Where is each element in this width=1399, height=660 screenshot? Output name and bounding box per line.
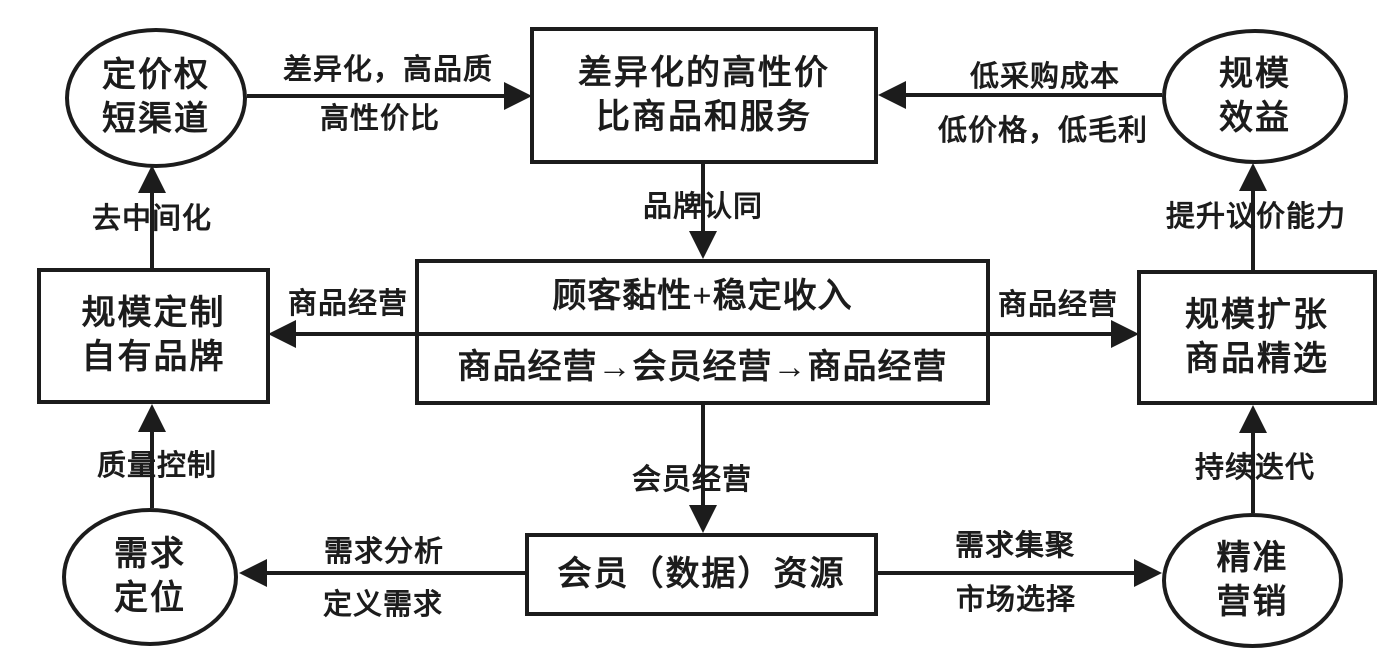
node-customer-stickiness-line2: 商品经营→会员经营→商品经营 — [457, 349, 948, 386]
node-precise-marketing: 精准 营销 — [1162, 513, 1343, 648]
arrow-differentiation — [247, 82, 532, 110]
arrow-member-operation — [689, 405, 717, 533]
label-member-ops: 会员经营 — [631, 464, 753, 496]
label-define-demand: 定义需求 — [322, 589, 444, 621]
label-market-selection: 市场选择 — [955, 584, 1077, 616]
node-pricing-power: 定价权 短渠道 — [65, 28, 247, 168]
arrow-raise-bargaining — [1239, 163, 1267, 270]
node-scale-benefit-line1: 规模 — [1219, 55, 1291, 93]
label-quality-control: 质量控制 — [96, 450, 218, 482]
node-scale-expand-line1: 规模扩张 — [1185, 296, 1329, 334]
node-value-products: 差异化的高性价 比商品和服务 — [530, 27, 878, 164]
node-scale-benefit-line2: 效益 — [1219, 99, 1291, 137]
node-customer-stickiness-line1: 顾客黏性+稳定收入 — [552, 277, 853, 315]
node-scale-expand-line2: 商品精选 — [1185, 340, 1329, 378]
node-demand-position-line1: 需求 — [114, 536, 186, 574]
node-member-data-line1: 会员（数据）资源 — [557, 555, 846, 593]
node-scale-custom: 规模定制 自有品牌 — [37, 268, 270, 404]
label-low-cost-bottom: 低价格，低毛利 — [937, 115, 1149, 147]
label-continuous-iteration: 持续迭代 — [1194, 452, 1316, 484]
node-scale-benefit: 规模 效益 — [1162, 29, 1348, 164]
node-pricing-power-line2: 短渠道 — [102, 101, 210, 138]
label-goods-ops-right: 商品经营 — [997, 289, 1119, 321]
node-demand-position: 需求 定位 — [62, 508, 238, 646]
node-value-products-line1: 差异化的高性价 — [578, 54, 830, 92]
label-raise-bargaining: 提升议价能力 — [1165, 201, 1347, 233]
node-precise-marketing-line1: 精准 — [1216, 539, 1289, 577]
node-scale-custom-line1: 规模定制 — [81, 295, 226, 333]
node-scale-expand: 规模扩张 商品精选 — [1137, 270, 1377, 405]
arrow-brand-identity — [689, 164, 717, 259]
arrow-low-cost — [878, 81, 1162, 109]
label-demand-analysis: 需求分析 — [323, 536, 445, 568]
node-demand-position-line2: 定位 — [114, 580, 186, 617]
label-diff-quality-bottom: 高性价比 — [319, 103, 441, 135]
label-de-intermediation: 去中间化 — [91, 203, 213, 235]
node-member-data: 会员（数据）资源 — [525, 533, 878, 616]
arrow-de-intermediation — [138, 165, 166, 268]
arrow-goods-operation — [268, 320, 1139, 348]
label-demand-gathering: 需求集聚 — [954, 530, 1076, 562]
arrow-quality-control — [138, 404, 166, 508]
node-scale-custom-line2: 自有品牌 — [81, 339, 226, 376]
arrow-demand-analysis — [239, 559, 525, 587]
node-customer-stickiness: 顾客黏性+稳定收入 商品经营→会员经营→商品经营 — [415, 259, 990, 405]
arrow-continuous-iteration — [1239, 405, 1267, 513]
label-low-cost-top: 低采购成本 — [969, 61, 1121, 93]
label-goods-ops-left: 商品经营 — [287, 288, 409, 320]
node-value-products-line2: 比商品和服务 — [596, 98, 812, 136]
node-precise-marketing-line2: 营销 — [1216, 583, 1289, 621]
label-brand-identity: 品牌认同 — [642, 191, 764, 223]
node-pricing-power-line1: 定价权 — [102, 57, 210, 95]
label-diff-quality-top: 差异化，高品质 — [282, 54, 494, 86]
arrow-demand-gathering — [878, 559, 1162, 587]
